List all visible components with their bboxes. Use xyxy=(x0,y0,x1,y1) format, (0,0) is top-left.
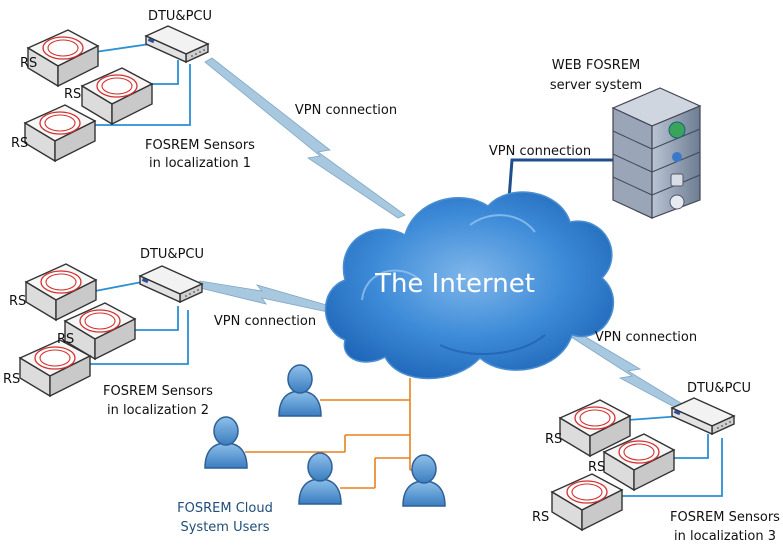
site-caption-line1: FOSREM Sensors xyxy=(670,510,780,525)
user-icon xyxy=(278,364,322,417)
sensor-label: RS xyxy=(20,56,37,71)
cloud-label: The Internet xyxy=(374,269,535,299)
user-badge-icon xyxy=(672,152,682,162)
dtu-label: DTU&PCU xyxy=(140,247,204,262)
users-caption-line1: FOSREM Cloud xyxy=(177,501,273,516)
sensor-label: RS xyxy=(64,87,81,102)
site-1-cables xyxy=(92,43,191,126)
database-icon xyxy=(670,173,684,187)
users-caption-line2: System Users xyxy=(180,520,269,535)
vpn-label: VPN connection xyxy=(214,314,316,329)
internet-cloud: The Internet xyxy=(324,191,615,380)
sensor-label: RS xyxy=(11,136,28,151)
dtu-label: DTU&PCU xyxy=(148,9,212,24)
user-icon xyxy=(204,416,248,469)
vpn-label: VPN connection xyxy=(595,330,697,345)
server-label-line1: WEB FOSREM xyxy=(552,58,641,73)
sensor-label: RS xyxy=(532,510,549,525)
server-label-line2: server system xyxy=(550,78,642,93)
dtu-device xyxy=(145,25,209,63)
vpn-link-site-1 xyxy=(204,57,406,219)
site-caption-line1: FOSREM Sensors xyxy=(145,138,255,153)
vpn-link-site-2 xyxy=(195,280,331,313)
site-caption-line1: FOSREM Sensors xyxy=(103,384,213,399)
dtu-device xyxy=(671,397,735,435)
site-caption-line2: in localization 2 xyxy=(107,403,209,418)
server-vpn-label: VPN connection xyxy=(489,144,591,159)
web-server-rack xyxy=(611,87,702,219)
site-2: DTU&PCU RS RS RS VPN connection FOSREM S… xyxy=(3,247,316,418)
sensor-label: RS xyxy=(3,372,20,387)
site-1: DTU&PCU RS RS RS VPN connection FOSREM S… xyxy=(11,9,397,171)
sensor-label: RS xyxy=(57,332,74,347)
sensor-box xyxy=(24,104,96,162)
sensor-label: RS xyxy=(545,432,562,447)
site-caption-line2: in localization 1 xyxy=(149,156,251,171)
sensor-label: RS xyxy=(588,460,605,475)
sensor-box xyxy=(27,29,99,87)
site-caption-line2: in localization 3 xyxy=(674,529,776,544)
sensor-box xyxy=(81,67,153,125)
dtu-label: DTU&PCU xyxy=(687,381,751,396)
sensor-label: RS xyxy=(9,294,26,309)
site-2-cables xyxy=(88,281,189,365)
globe-icon xyxy=(668,121,686,139)
user-icon xyxy=(298,452,342,505)
dtu-device xyxy=(139,265,203,303)
site-3: DTU&PCU RS RS RS VPN connection FOSREM S… xyxy=(532,330,780,544)
lock-icon xyxy=(669,194,685,210)
vpn-label: VPN connection xyxy=(295,103,397,118)
sensor-box xyxy=(551,473,623,531)
user-links xyxy=(245,378,424,489)
